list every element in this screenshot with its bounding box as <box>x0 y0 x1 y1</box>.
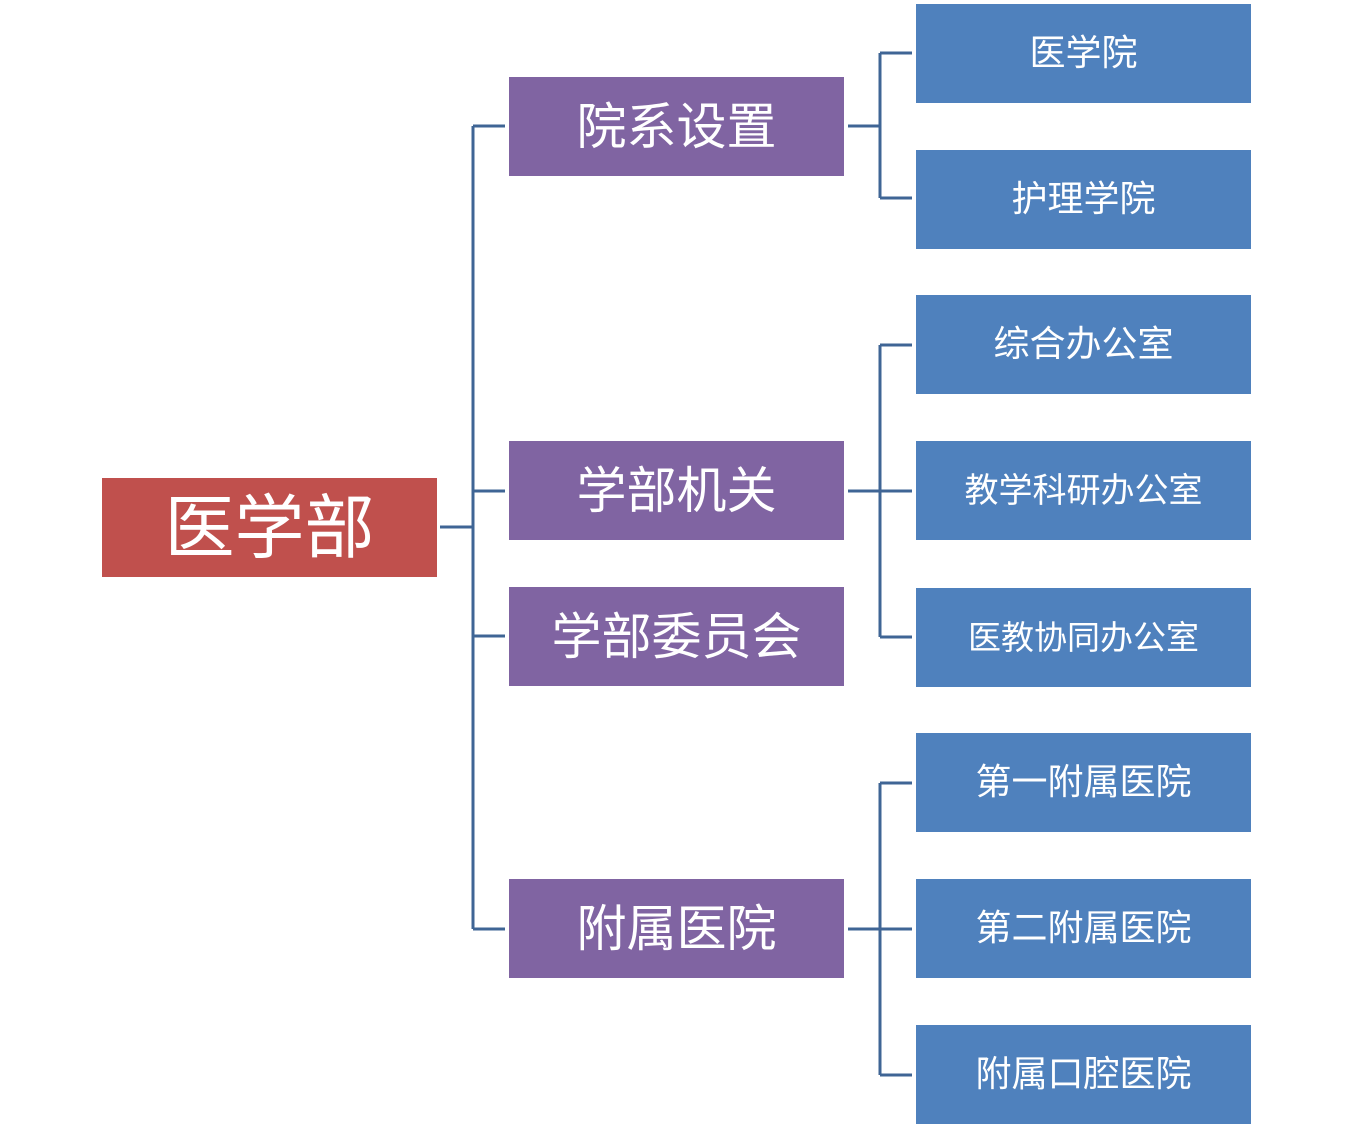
node-label: 学部委员会 <box>551 607 802 666</box>
node-fushu-yiyuan: 附属医院 <box>509 879 844 978</box>
node-label: 第一附属医院 <box>975 761 1192 803</box>
node-yixueyuan: 医学院 <box>916 4 1251 103</box>
node-yijiao-xietong-bangongshi: 医教协同办公室 <box>916 588 1251 687</box>
node-label: 护理学院 <box>1011 178 1156 220</box>
node-label: 学部机关 <box>576 461 777 520</box>
node-label: 综合办公室 <box>993 323 1174 365</box>
node-xuebu-weiyuanhui: 学部委员会 <box>509 587 844 686</box>
node-xuebu-jiguan: 学部机关 <box>509 441 844 540</box>
node-label: 医教协同办公室 <box>968 618 1199 657</box>
root-node: 医学部 <box>102 478 437 577</box>
node-label: 附属口腔医院 <box>975 1053 1192 1095</box>
node-label: 附属医院 <box>576 899 777 958</box>
node-dier-fushu-yiyuan: 第二附属医院 <box>916 879 1251 978</box>
node-label: 医学院 <box>1029 32 1138 74</box>
node-yuanxi-shezhi: 院系设置 <box>509 77 844 176</box>
node-diyi-fushu-yiyuan: 第一附属医院 <box>916 733 1251 832</box>
node-label: 院系设置 <box>576 97 777 156</box>
node-label: 教学科研办公室 <box>964 470 1203 511</box>
node-zonghe-bangongshi: 综合办公室 <box>916 295 1251 394</box>
node-hulixueyuan: 护理学院 <box>916 150 1251 249</box>
node-jiaoxue-keyan-bangongshi: 教学科研办公室 <box>916 441 1251 540</box>
node-fushu-kouqiang-yiyuan: 附属口腔医院 <box>916 1025 1251 1124</box>
root-label: 医学部 <box>164 486 375 569</box>
node-label: 第二附属医院 <box>975 907 1192 949</box>
